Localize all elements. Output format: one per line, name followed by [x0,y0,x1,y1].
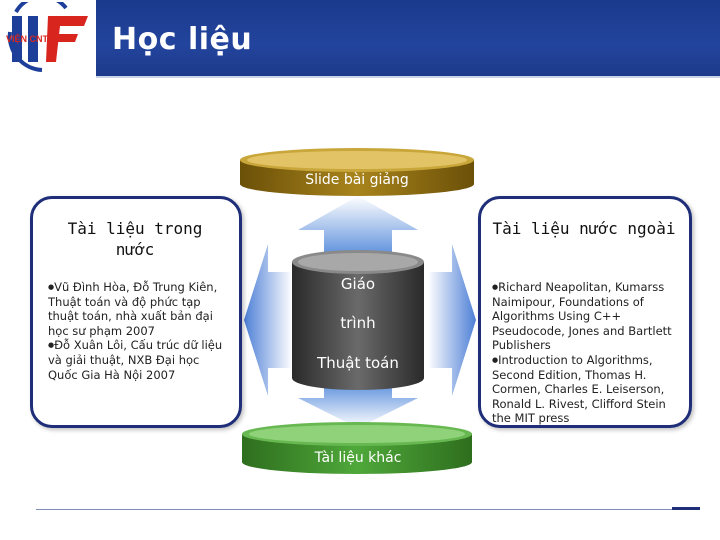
foreign-materials-title: Tài liệu nước ngoài [486,218,682,239]
right-arrow [428,244,476,396]
up-arrow [298,196,418,256]
list-item: ●Vũ Đình Hòa, Đỗ Trung Kiên, Thuật toán … [48,280,228,338]
list-item: ●Introduction to Algorithms, Second Edit… [492,353,677,426]
footer-accent [672,507,700,510]
list-item: ●Richard Neapolitan, Kumarss Naimipour, … [492,280,677,353]
top-cylinder-label: Slide bài giảng [242,172,472,188]
center-label-line-1: Giáo [283,275,433,293]
bottom-cylinder-label: Tài liệu khác [244,450,472,466]
center-label-line-2: trình [283,314,433,332]
domestic-materials-title: Tài liệu trong nước [50,218,220,260]
footer-divider [36,509,700,510]
domestic-materials-list: ●Vũ Đình Hòa, Đỗ Trung Kiên, Thuật toán … [48,280,228,382]
foreign-materials-list: ●Richard Neapolitan, Kumarss Naimipour, … [492,280,677,426]
bottom-cylinder [242,422,472,474]
list-item: ●Đỗ Xuân Lôi, Cấu trúc dữ liệu và giải t… [48,338,228,382]
center-label-line-3: Thuật toán [283,354,433,372]
